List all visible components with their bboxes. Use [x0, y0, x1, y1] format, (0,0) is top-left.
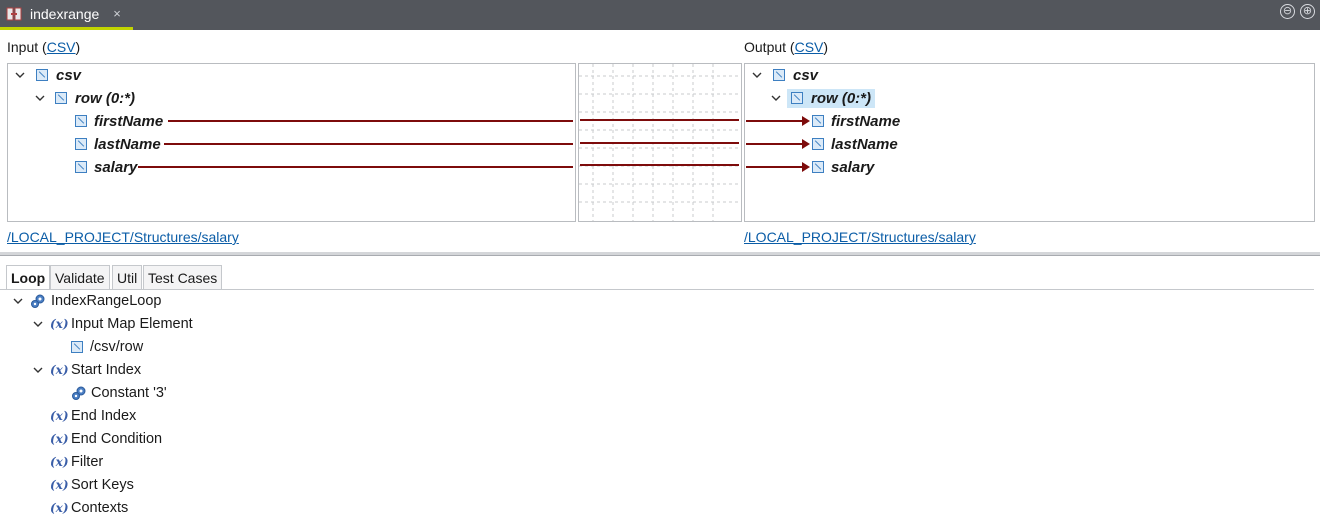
tree-item-end-condition[interactable]: (x) End Condition [50, 431, 163, 447]
output-row-label: row (0:*) [811, 89, 871, 107]
element-icon [36, 69, 48, 81]
input-structure-link[interactable]: /LOCAL_PROJECT/Structures/salary [7, 229, 239, 245]
element-link-icon [71, 341, 83, 353]
mapping-line-salary-in[interactable] [138, 166, 573, 168]
arrow-head-icon [802, 162, 810, 172]
tree-item-input-path[interactable]: /csv/row [71, 337, 143, 357]
element-icon [812, 138, 824, 150]
variable-icon: (x) [50, 317, 69, 331]
arrow-head-icon [802, 139, 810, 149]
map-file-icon [6, 7, 22, 20]
chevron-down-icon[interactable] [14, 69, 26, 81]
tree-item-constant[interactable]: Constant '3' [71, 383, 167, 403]
element-icon [812, 161, 824, 173]
maximize-icon[interactable]: ⊕ [1300, 4, 1315, 19]
variable-icon: (x) [50, 455, 69, 469]
element-icon [773, 69, 785, 81]
mapping-line-lastname-out[interactable] [746, 143, 806, 145]
tree-item-sort-keys[interactable]: (x) Sort Keys [50, 477, 134, 493]
input-tree-root[interactable]: csv [14, 65, 81, 85]
input-row-label: row (0:*) [75, 89, 135, 107]
tab-loop[interactable]: Loop [6, 265, 51, 290]
chevron-down-icon[interactable] [32, 364, 44, 376]
constant-gears-icon [72, 386, 86, 400]
output-format-link[interactable]: CSV [794, 39, 824, 55]
input-structure-panel[interactable] [7, 63, 576, 222]
output-field-lastname[interactable]: lastName [812, 134, 898, 154]
mapping-line-firstname-in[interactable] [168, 120, 573, 122]
arrow-head-icon [802, 116, 810, 126]
editor-title-bar [0, 0, 1320, 30]
variable-icon: (x) [50, 409, 69, 423]
mapping-line-lastname-in[interactable] [164, 143, 573, 145]
mapping-line-firstname-center[interactable] [580, 119, 739, 121]
output-root-label: csv [793, 66, 819, 84]
mapping-line-salary-out[interactable] [746, 166, 806, 168]
variable-icon: (x) [50, 501, 69, 515]
input-field-lastname[interactable]: lastName [75, 134, 161, 154]
tree-item-input-map-element[interactable]: (x) Input Map Element [32, 314, 193, 334]
element-icon [75, 161, 87, 173]
element-icon [812, 115, 824, 127]
tree-item-contexts[interactable]: (x) Contexts [50, 500, 129, 516]
loop-tree-root[interactable]: IndexRangeLoop [12, 291, 161, 311]
tree-item-start-index[interactable]: (x) Start Index [32, 360, 141, 380]
input-root-label: csv [56, 66, 82, 84]
element-icon [75, 138, 87, 150]
input-tree-row-node[interactable]: row (0:*) [34, 88, 135, 108]
element-icon [791, 92, 803, 104]
variable-icon: (x) [50, 432, 69, 446]
variable-icon: (x) [50, 363, 69, 377]
input-label: Input (CSV) [7, 39, 81, 55]
element-icon [75, 115, 87, 127]
tree-item-filter[interactable]: (x) Filter [50, 454, 104, 470]
mapping-line-firstname-out[interactable] [746, 120, 806, 122]
chevron-down-icon[interactable] [770, 92, 782, 104]
variable-icon: (x) [50, 478, 69, 492]
tab-divider [0, 289, 1314, 290]
chevron-down-icon[interactable] [751, 69, 763, 81]
tab-title: indexrange [30, 5, 100, 22]
output-tree-root[interactable]: csv [751, 65, 818, 85]
input-field-firstname[interactable]: firstName [75, 111, 163, 131]
editor-tab[interactable]: indexrange × [0, 0, 133, 30]
close-icon[interactable]: × [113, 6, 121, 21]
minimize-icon[interactable]: ⊖ [1280, 4, 1295, 19]
mapping-line-salary-center[interactable] [580, 164, 739, 166]
output-tree-row-node[interactable]: row (0:*) [770, 88, 875, 108]
loop-gears-icon [31, 294, 45, 308]
chevron-down-icon[interactable] [12, 295, 24, 307]
tab-test-cases[interactable]: Test Cases [143, 265, 223, 290]
tree-item-end-index[interactable]: (x) End Index [50, 408, 137, 424]
input-field-salary[interactable]: salary [75, 157, 137, 177]
loop-root-label: IndexRangeLoop [51, 293, 162, 309]
element-icon [55, 92, 67, 104]
output-field-firstname[interactable]: firstName [812, 111, 900, 131]
mapping-line-lastname-center[interactable] [580, 142, 739, 144]
output-structure-link[interactable]: /LOCAL_PROJECT/Structures/salary [744, 229, 976, 245]
output-label: Output (CSV) [744, 39, 829, 55]
tab-util[interactable]: Util [112, 265, 143, 290]
tab-validate[interactable]: Validate [50, 265, 110, 290]
input-format-link[interactable]: CSV [46, 39, 76, 55]
chevron-down-icon[interactable] [32, 318, 44, 330]
selected-row-highlight[interactable]: row (0:*) [787, 88, 875, 108]
panel-splitter[interactable] [0, 252, 1320, 256]
output-field-salary[interactable]: salary [812, 157, 874, 177]
chevron-down-icon[interactable] [34, 92, 46, 104]
